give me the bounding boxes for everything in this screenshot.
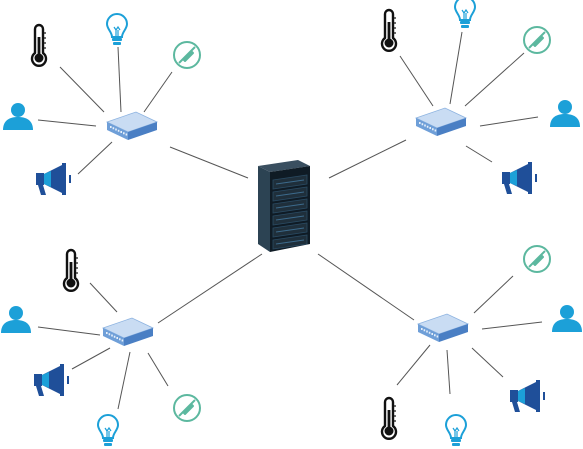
server-rack-icon <box>258 160 310 252</box>
link-bottom-right-to-server <box>317 253 415 321</box>
megaphone-icon <box>510 380 545 412</box>
thermometer-icon <box>380 396 398 440</box>
user-icon <box>550 100 580 127</box>
sensor-icon <box>523 26 551 54</box>
link-bottom-right-sensor <box>473 275 514 314</box>
link-top-right-to-server <box>328 139 407 179</box>
network-switch-icon <box>101 317 155 346</box>
megaphone-icon <box>36 163 71 195</box>
user-icon <box>3 103 33 130</box>
link-top-left-user <box>37 119 97 127</box>
link-bottom-left-thermometer <box>89 282 118 313</box>
link-top-left-sensor <box>143 71 173 113</box>
link-top-right-thermometer <box>399 55 434 107</box>
link-bottom-left-to-server <box>157 253 263 324</box>
connection-lines <box>37 31 543 410</box>
lightbulb-icon <box>453 0 477 28</box>
thermometer-icon <box>30 23 48 67</box>
lightbulb-icon <box>96 414 120 446</box>
link-top-right-user <box>479 116 539 127</box>
sensor-icon <box>173 394 201 422</box>
network-switch-icon <box>416 313 470 342</box>
network-switch-icon <box>414 107 468 136</box>
user-icon <box>552 305 582 332</box>
link-bottom-right-megaphone <box>471 347 504 378</box>
link-top-right-lightbulb <box>449 31 463 105</box>
lightbulb-icon <box>105 13 129 45</box>
thermometer-icon <box>380 8 398 52</box>
link-top-left-megaphone <box>77 141 113 175</box>
thermometer-icon <box>62 248 80 292</box>
link-bottom-left-sensor <box>147 352 169 387</box>
link-top-left-thermometer <box>59 66 105 113</box>
link-top-right-sensor <box>464 52 525 107</box>
user-icon <box>1 306 31 333</box>
link-bottom-right-user <box>481 321 543 330</box>
link-bottom-left-megaphone <box>71 347 111 370</box>
link-top-left-to-server <box>169 146 249 179</box>
link-bottom-right-lightbulb <box>446 349 451 395</box>
link-top-right-megaphone <box>465 145 493 163</box>
megaphone-icon <box>34 364 69 396</box>
link-top-left-lightbulb <box>117 46 122 113</box>
sensor-icon <box>523 245 551 273</box>
network-switch-icon <box>105 111 159 140</box>
link-bottom-right-thermometer <box>396 344 431 386</box>
lightbulb-icon <box>444 414 468 446</box>
link-bottom-left-lightbulb <box>117 351 131 410</box>
megaphone-icon <box>502 162 537 194</box>
sensor-icon <box>173 41 201 69</box>
link-bottom-left-user <box>37 326 101 336</box>
